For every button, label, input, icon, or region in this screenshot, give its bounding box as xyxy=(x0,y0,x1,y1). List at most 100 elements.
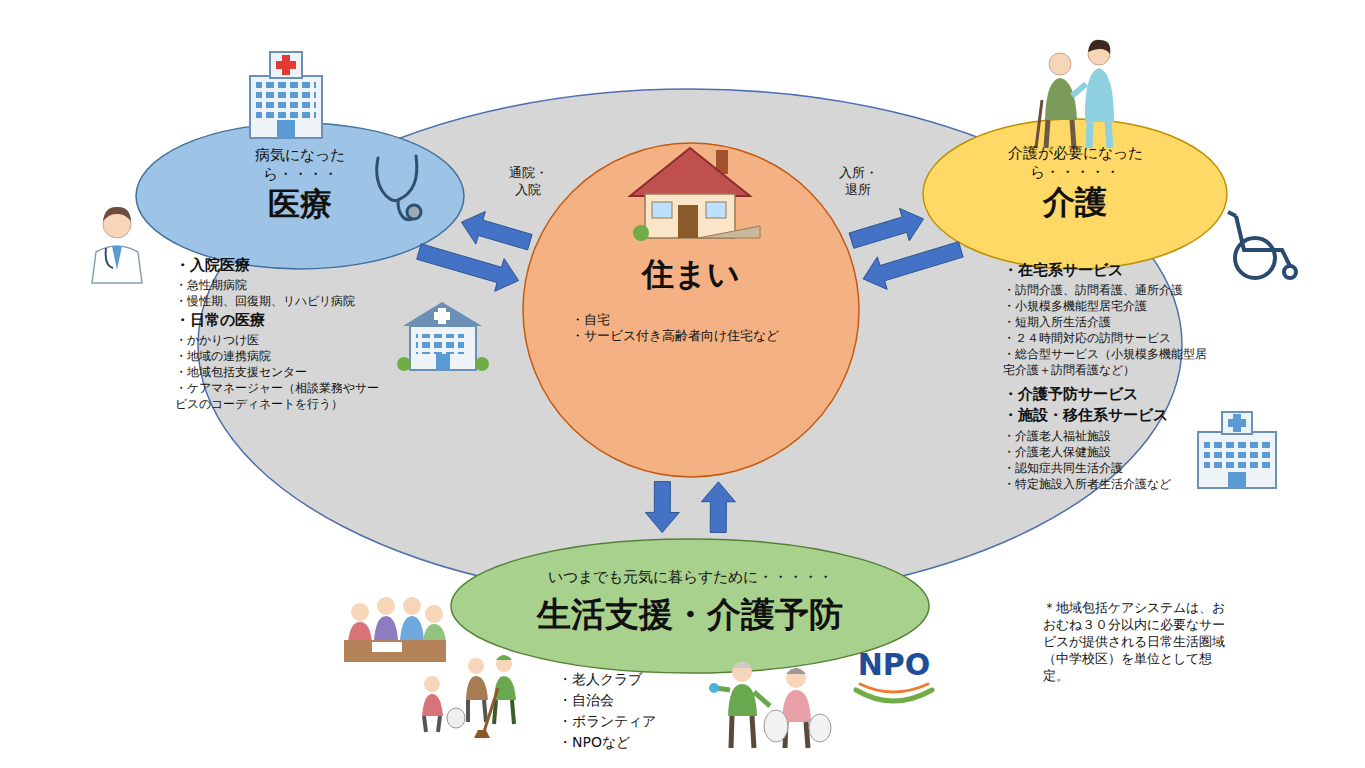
block-arrow xyxy=(849,208,923,248)
seniors-at-table-part xyxy=(425,605,443,623)
seniors-at-table xyxy=(344,597,446,662)
list-item: ・在宅系サービス xyxy=(1003,261,1218,281)
hospital-icon-part xyxy=(250,76,322,138)
block-arrow xyxy=(701,482,735,533)
node-subtitle: 介護が必要になったら・・・・・ xyxy=(995,144,1155,182)
node-outline-shape xyxy=(923,119,1227,269)
house-icon-part xyxy=(678,205,698,238)
volunteer-figures xyxy=(709,662,831,748)
npo-logo-arcs xyxy=(856,684,932,701)
hospital-icon-part xyxy=(256,82,316,118)
seniors-at-table-part xyxy=(372,642,402,652)
node-heading: 住まい xyxy=(642,254,740,294)
list-item: ・慢性期、回復期、リハビリ病院 xyxy=(175,294,395,310)
node-outline-shape xyxy=(523,143,859,477)
clinic-icon-part xyxy=(397,357,411,371)
node-body: ・自宅 xyxy=(571,312,811,328)
community-cleanup-figures-part xyxy=(496,655,512,660)
seniors-at-table-part xyxy=(403,597,421,615)
list-item: ・ケアマネージャー（相談業務やサービスのコーディネートを行う） xyxy=(175,381,390,412)
care-domain-ellipse: 病気になったら・・・・医療 xyxy=(135,122,465,270)
block-arrow xyxy=(645,482,679,533)
node-body: ・サービス付き高齢者向け住宅など xyxy=(571,328,811,344)
list-item: ・短期入所生活介護 xyxy=(1003,315,1218,331)
elderly-and-caregiver-figure-part xyxy=(1036,100,1042,148)
volunteer-figures-part xyxy=(786,668,806,674)
house-icon-part xyxy=(706,202,726,218)
hospital-icon xyxy=(250,52,322,138)
wheelchair-icon-part xyxy=(1236,216,1290,266)
clinic-icon-part xyxy=(410,326,476,370)
list-item: ・地域包括支援センター xyxy=(175,365,395,381)
stethoscope-icon xyxy=(377,156,421,220)
list-item: ・訪問介護、訪問看護、通所介護 xyxy=(1003,283,1218,299)
list-item: ・２４時間対応の訪問サービス xyxy=(1003,331,1218,347)
npo-logo-arcs-part xyxy=(860,684,928,692)
hospital-icon-part xyxy=(1228,419,1246,427)
community-cleanup-figures-part xyxy=(466,676,488,700)
edge-label: 通院・入院 xyxy=(502,164,554,200)
house-icon-part xyxy=(630,148,750,196)
community-cleanup-figures-part xyxy=(422,694,443,716)
doctor-figure-part xyxy=(92,246,142,283)
list-item: ・ボランティア xyxy=(558,712,698,730)
list-item: ・日常の医療 xyxy=(175,311,395,331)
community-cleanup-figures-part xyxy=(468,700,486,722)
seniors-at-table-part xyxy=(400,616,424,640)
node-subtitle: 病気になったら・・・・ xyxy=(225,146,375,184)
list-item: ・地域の連携病院 xyxy=(175,349,395,365)
wheelchair-icon-part xyxy=(1284,266,1296,278)
community-cleanup-figures-part xyxy=(424,676,440,692)
community-cleanup-figures-part xyxy=(424,716,440,732)
block-arrow xyxy=(417,244,519,291)
house-icon-part xyxy=(652,202,672,218)
npo-logo-text: NPO xyxy=(854,648,934,681)
list-item: ・特定施設入所者生活介護など xyxy=(1003,477,1188,493)
list-item: ・介護老人福祉施設 xyxy=(1003,429,1188,445)
volunteer-figures-part xyxy=(728,684,757,716)
hospital-icon-part xyxy=(1228,472,1246,488)
seniors-at-table-part xyxy=(344,640,446,662)
elderly-and-caregiver-figure-part xyxy=(1085,68,1114,122)
seniors-at-table-part xyxy=(351,603,369,621)
community-cleanup-figures-part xyxy=(496,656,512,672)
community-cleanup-figures xyxy=(422,655,516,738)
list-item: ・入院医療 xyxy=(175,256,395,276)
volunteer-figures-part xyxy=(732,662,752,668)
node-outline-shape xyxy=(451,539,929,673)
elderly-and-caregiver-figure-part xyxy=(1046,120,1074,148)
hospital-icon-part xyxy=(1222,412,1252,434)
clinic-icon-part xyxy=(416,334,464,354)
doctor-figure-part xyxy=(106,248,113,268)
stethoscope-icon-part xyxy=(407,205,421,219)
clinic-icon-part xyxy=(403,302,482,326)
community-cleanup-figures-part xyxy=(447,708,465,728)
volunteer-figures-part xyxy=(764,710,788,742)
doctor-figure xyxy=(92,207,142,283)
list-item: ・NPOなど xyxy=(558,733,698,751)
seniors-at-table-part xyxy=(348,622,372,642)
volunteer-figures-part xyxy=(731,716,754,748)
clinic-icon-part xyxy=(436,354,450,370)
node-heading: 介護 xyxy=(1043,182,1107,222)
seniors-at-table-part xyxy=(374,616,398,640)
volunteer-figures-part xyxy=(709,683,719,693)
doctor-figure-part xyxy=(112,246,122,270)
house-icon-part xyxy=(645,194,735,238)
block-arrow xyxy=(461,212,532,250)
seniors-at-table-part xyxy=(423,624,446,642)
hospital-icon-part xyxy=(1198,432,1276,488)
wheelchair-icon-part xyxy=(1228,212,1236,216)
community-cleanup-figures-part xyxy=(474,730,490,738)
hospital-icon-part xyxy=(276,61,296,69)
stethoscope-icon-part xyxy=(377,156,417,201)
node-outline-shape xyxy=(136,123,464,269)
elderly-and-caregiver-figure-part xyxy=(1049,53,1071,75)
node-heading: 生活支援・介護予防 xyxy=(537,593,843,636)
elderly-and-caregiver-figure-part xyxy=(1045,78,1077,120)
list-item: ・自治会 xyxy=(558,691,698,709)
hospital-icon-part xyxy=(270,52,302,78)
volunteer-figures-part xyxy=(786,668,806,688)
house-icon-part xyxy=(633,225,649,241)
